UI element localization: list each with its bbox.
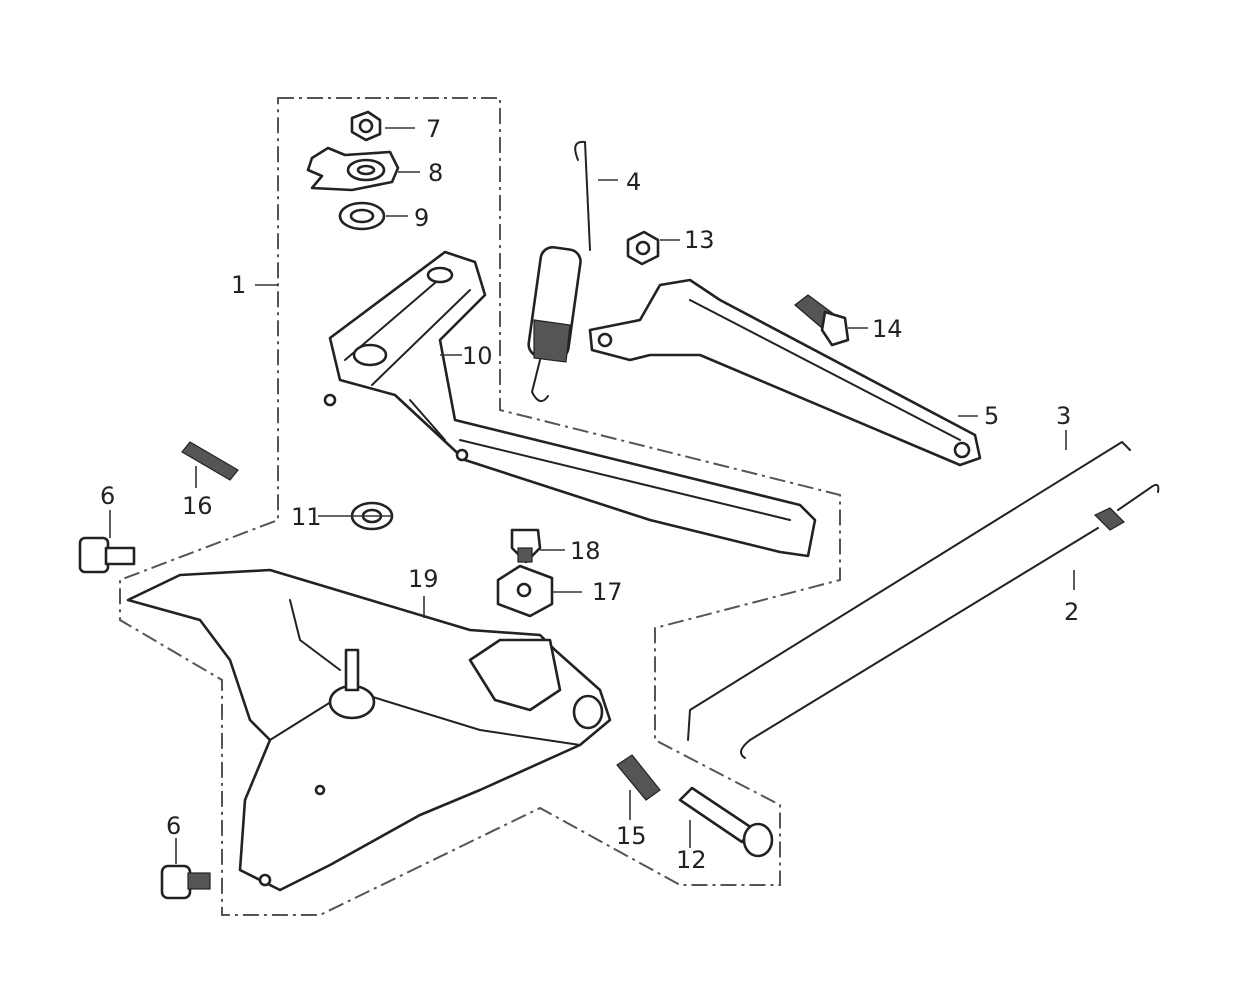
leader-lines (109, 127, 1075, 864)
callout-16: 16 (182, 492, 213, 520)
part-2-spring-wire (740, 483, 1160, 759)
callout-19: 19 (408, 565, 439, 593)
callout-2: 2 (1064, 598, 1079, 626)
part-5-link-arm (588, 278, 982, 467)
callout-8: 8 (428, 159, 443, 187)
callout-15: 15 (616, 822, 647, 850)
part-10-lever (323, 250, 817, 558)
part-4-spring (527, 140, 591, 403)
part-8-plate (306, 146, 400, 192)
callout-9: 9 (414, 204, 429, 232)
assembly-boundary (119, 97, 841, 916)
callout-1: 1 (231, 271, 246, 299)
part-9-washer (338, 201, 386, 231)
callout-12: 12 (676, 846, 707, 874)
callout-13: 13 (684, 226, 715, 254)
callout-14: 14 (872, 315, 903, 343)
part-18-bolt (510, 528, 542, 564)
part-7-nut (350, 110, 382, 142)
part-16-spring (181, 441, 239, 481)
callout-18: 18 (570, 537, 601, 565)
callout-4: 4 (626, 168, 641, 196)
part-13-nut (626, 230, 660, 266)
part-15-spring (616, 754, 661, 801)
part-12-pin (678, 786, 774, 858)
part-19-bracket (126, 568, 612, 892)
callout-10: 10 (462, 342, 493, 370)
callout-3: 3 (1056, 402, 1071, 430)
part-17-clip (496, 564, 554, 618)
callout-11: 11 (291, 503, 322, 531)
callout-5: 5 (984, 402, 999, 430)
callout-17: 17 (592, 578, 623, 606)
callout-6-lower: 6 (166, 812, 181, 840)
part-6-bolt-upper (78, 536, 136, 574)
part-6-bolt-lower (160, 864, 211, 900)
part-14-bolt (794, 294, 850, 347)
callout-6-upper: 6 (100, 482, 115, 510)
callout-labels: 1 2 3 4 5 6 6 7 8 9 10 11 12 13 14 15 16… (100, 115, 1079, 874)
part-3-rod (687, 441, 1131, 741)
callout-7: 7 (426, 115, 441, 143)
